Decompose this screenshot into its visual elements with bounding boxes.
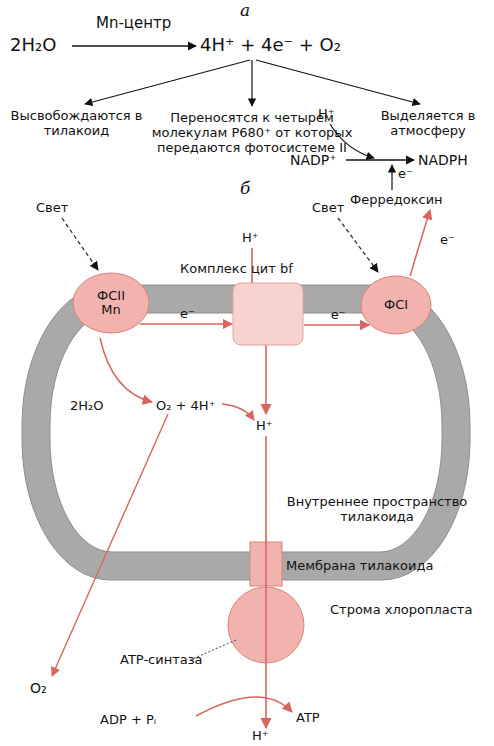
formula: O₂ + 4H⁺: [156, 398, 216, 413]
photosystem-ellipse: ФСIIMn: [72, 272, 150, 334]
electron-label: e⁻: [440, 232, 455, 247]
catalyst-name: Mn-центр: [96, 14, 171, 32]
node-text: ФСII: [97, 289, 125, 303]
node-text: Mn: [101, 303, 120, 317]
electron-arrow: [410, 210, 430, 276]
region-label: Внутреннее пространство тилакоида: [284, 494, 470, 524]
light-arrow: [338, 218, 378, 272]
formula: 2H₂O: [70, 398, 104, 413]
formula: 2H₂O: [10, 34, 56, 55]
proton-arrow: [265, 436, 267, 728]
oxygen-arrow: [52, 414, 168, 676]
protein-label: Ферредоксин: [350, 192, 443, 207]
edge-label: e⁻: [180, 306, 195, 321]
ellipse-outline: [73, 273, 149, 333]
electron-arrow: [391, 165, 392, 190]
ion-label: H⁺: [242, 230, 259, 245]
part-letter: б: [240, 178, 250, 198]
pointer-arrow: [85, 60, 250, 104]
electron-connector: [140, 323, 232, 325]
formula: 4H⁺ + 4e⁻ + O₂: [200, 34, 341, 55]
electron-label: e⁻: [398, 166, 413, 181]
shape-outline: [232, 282, 304, 346]
part-label: ATP-синтаза: [120, 652, 203, 667]
electron-connector: [304, 324, 369, 326]
ion-label: H⁺: [252, 728, 269, 743]
molecule-label: NADPH: [418, 152, 468, 169]
light-label: Свет: [36, 200, 68, 215]
reaction-arrow: [346, 159, 414, 160]
note: Выделяется в атмосферу: [366, 108, 490, 138]
light-arrow: [62, 218, 98, 270]
photosystem-ellipse: ФСI: [360, 275, 432, 335]
reaction-arrow: [196, 697, 292, 716]
edge-label: e⁻: [331, 307, 346, 322]
ellipse-outline: [361, 276, 431, 334]
node-text: ФСI: [384, 298, 408, 312]
part-letter: а: [240, 0, 250, 20]
reaction-arrow: [72, 45, 196, 46]
formula: O₂: [30, 680, 47, 697]
pointer-arrow: [251, 60, 252, 106]
ion-label: H⁺: [318, 106, 335, 121]
light-label: Свет: [312, 200, 344, 215]
region-label: Строма хлоропласта: [330, 602, 472, 617]
formula: ADP + Pᵢ: [100, 712, 156, 727]
molecule-label: NADP⁺: [290, 152, 337, 169]
proton-arrow: [222, 404, 254, 420]
water-arrow: [100, 338, 152, 402]
pointer-arrow: [256, 60, 420, 104]
node-heading: Комплекс цит bf: [180, 262, 293, 276]
note: Высвобождаются в тилакоид: [4, 108, 149, 138]
rect-outline: [233, 283, 303, 345]
region-label: Мембрана тилакоида: [286, 558, 433, 573]
molecule-label: ATP: [296, 710, 320, 725]
ion-label: H⁺: [256, 418, 273, 433]
complex-box: Комплекс цит bf: [232, 282, 304, 346]
